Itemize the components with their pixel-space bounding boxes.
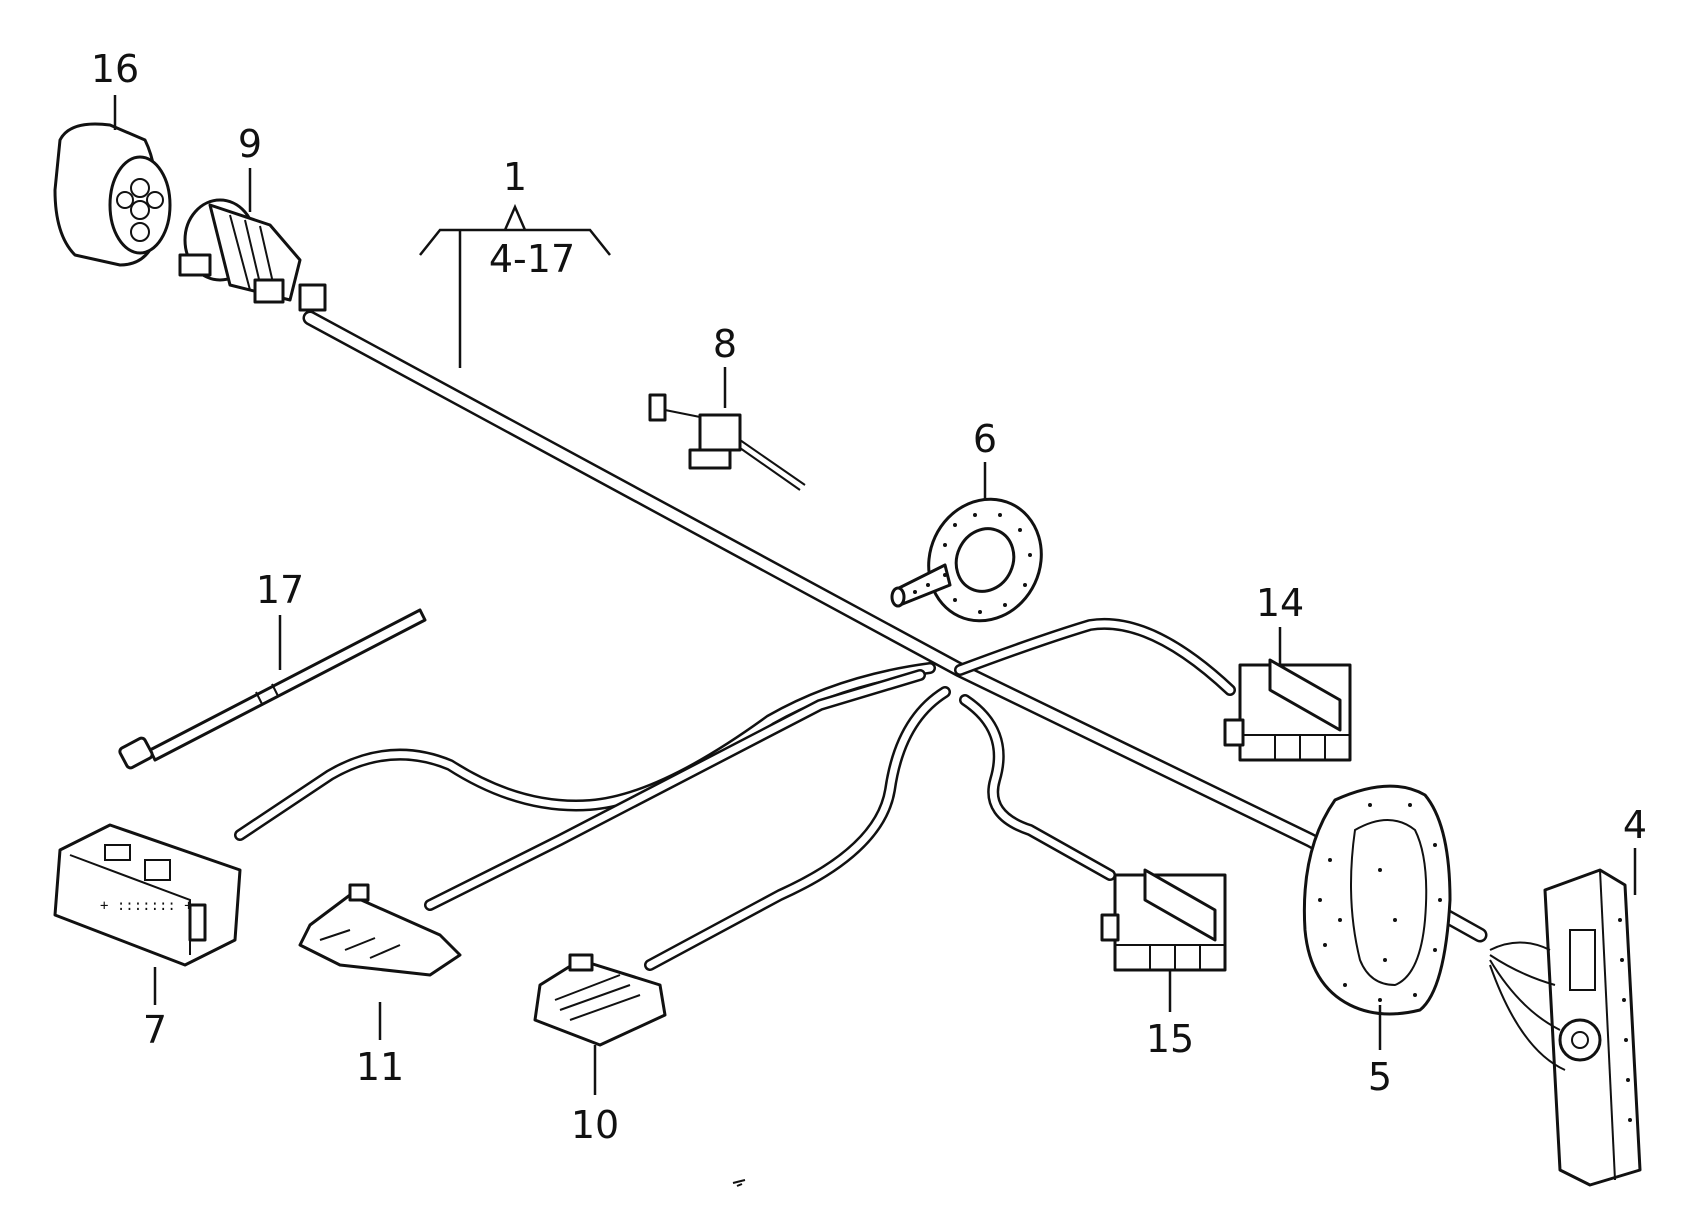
leader-lines <box>113 95 1637 1095</box>
callout-4: 4 <box>1623 803 1647 847</box>
part-11-flat-plug <box>298 883 462 977</box>
stray-mark <box>732 1179 746 1187</box>
callout-5: 5 <box>1368 1055 1392 1099</box>
part-5-seal-boot <box>1302 784 1452 1016</box>
callout-6: 6 <box>973 417 997 461</box>
callout-8: 8 <box>713 322 737 366</box>
part-16-connector-cap <box>53 122 172 267</box>
part-8-terminal-pin <box>648 393 806 491</box>
callout-11: 11 <box>356 1045 404 1089</box>
part-14-connector <box>1223 658 1352 762</box>
callout-range-4-17: 4-17 <box>489 237 575 281</box>
harness-wires <box>234 310 1488 971</box>
part-7-large-connector: + ::::::: + <box>53 823 242 967</box>
callout-10: 10 <box>571 1103 619 1147</box>
callout-15: 15 <box>1146 1017 1194 1061</box>
part-17-cable-tie <box>118 608 427 770</box>
part-6-grommet <box>890 497 1043 623</box>
callout-7: 7 <box>143 1008 167 1052</box>
callout-labels: 16 9 1 4-17 8 6 17 14 4 7 11 10 15 5 <box>91 47 1647 1147</box>
part-10-latch-connector <box>533 953 667 1047</box>
callout-9: 9 <box>238 122 262 166</box>
callout-14: 14 <box>1256 581 1304 625</box>
callout-17: 17 <box>256 568 304 612</box>
callout-1: 1 <box>503 155 527 199</box>
svg-text:+ ::::::: +: + ::::::: + <box>100 898 193 914</box>
callout-16: 16 <box>91 47 139 91</box>
part-15-connector <box>1100 868 1227 972</box>
part-9-round-plug <box>178 198 327 312</box>
part-4-multipin-connector <box>1489 868 1642 1187</box>
